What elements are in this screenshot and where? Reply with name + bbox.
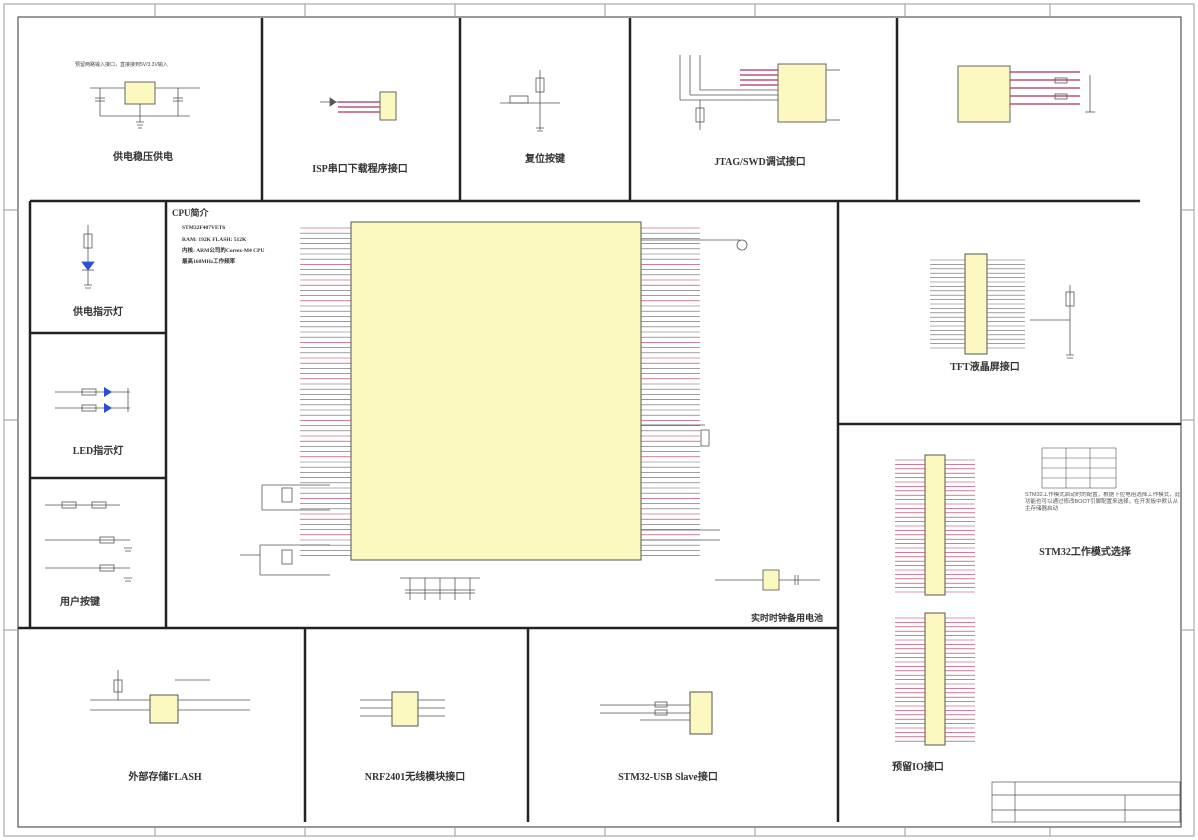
- title-block: [991, 781, 1181, 823]
- cpu-line-0: STM32F407VET6: [182, 225, 225, 231]
- jtag-connector: [777, 63, 827, 123]
- nrf-header: [391, 691, 419, 727]
- cpu-line-2: 内核: ARM公司的Cortex-M4 CPU: [182, 246, 265, 254]
- io-title: 预留IO接口: [892, 760, 944, 773]
- cpu-section: CPU简介 STM32F407VET6 RAM: 192K FLASH: 512…: [172, 207, 823, 623]
- power-led-section: 供电指示灯: [72, 225, 123, 318]
- boot-table: [1041, 447, 1117, 489]
- frame-ticks: [4, 4, 1194, 836]
- reset-section: 复位按键: [500, 70, 566, 165]
- mcu-chip: [350, 221, 642, 561]
- flash-chip: [149, 694, 179, 724]
- key1: [61, 501, 77, 509]
- usb-title: STM32-USB Slave接口: [618, 770, 718, 783]
- crystal-main: [281, 487, 293, 503]
- boot-title: STM32工作模式选择: [1039, 545, 1132, 558]
- boot-note: STM32工作模式启动时的配置，根据下拉电阻选择工作模式，此功能也可以通过修改B…: [1025, 492, 1181, 512]
- cpu-line-3: 最高168MHz工作频率: [182, 257, 236, 265]
- jtag-title: JTAG/SWD调试接口: [714, 155, 806, 168]
- isp-section: ISP串口下载程序接口: [312, 91, 408, 175]
- key2: [99, 536, 115, 544]
- cpu-line-1: RAM: 192K FLASH: 512K: [182, 237, 247, 243]
- power-title: 供电稳压供电: [112, 150, 173, 163]
- jtag-section: JTAG/SWD调试接口: [679, 55, 840, 168]
- flash-section: 外部存储FLASH: [90, 670, 250, 783]
- user-keys-title: 用户按键: [59, 595, 101, 608]
- io-header-lower: [924, 612, 946, 746]
- usb-connector: [689, 691, 713, 735]
- nrf-title: NRF2401无线模块接口: [365, 770, 466, 783]
- isp-header: [379, 91, 397, 121]
- led-title: LED指示灯: [73, 444, 124, 457]
- voltage-regulator: [124, 81, 156, 105]
- flash-title: 外部存储FLASH: [127, 770, 202, 783]
- nrf-section: NRF2401无线模块接口: [360, 691, 466, 783]
- power-note: 预留两路输入接口，直接接到5V/3.3V输入: [75, 61, 168, 68]
- inner-frame: [17, 16, 1182, 828]
- reset-title: 复位按键: [524, 152, 566, 165]
- tft-title: TFT液晶屏接口: [950, 360, 1019, 373]
- isp-title: ISP串口下载程序接口: [312, 162, 408, 175]
- top-right-chip: [957, 65, 1011, 123]
- section-borders: [18, 18, 1181, 822]
- usb-section: STM32-USB Slave接口: [600, 691, 718, 783]
- power-section: 预留两路输入接口，直接接到5V/3.3V输入 供电稳压供电: [75, 61, 200, 163]
- power-led-title: 供电指示灯: [72, 305, 123, 318]
- io-header-upper: [924, 454, 946, 596]
- crystal-rtc: [281, 549, 293, 565]
- io-section: 预留IO接口: [892, 454, 975, 773]
- boot-section: STM32工作模式启动时的配置，根据下拉电阻选择工作模式，此功能也可以通过修改B…: [1025, 447, 1181, 558]
- tft-section: TFT液晶屏接口: [930, 253, 1075, 373]
- rtc-battery: [762, 569, 780, 591]
- user-keys-section: 用户按键: [45, 501, 132, 608]
- cpu-title: CPU简介: [172, 207, 209, 218]
- key3: [99, 564, 115, 572]
- reset-button: [509, 95, 529, 104]
- decoupling-caps: [400, 577, 480, 600]
- led2-icon: [104, 403, 112, 413]
- top-right-circuit: [957, 65, 1095, 123]
- tft-connector: [964, 253, 988, 355]
- led-section: LED指示灯: [55, 387, 130, 457]
- led1-icon: [104, 387, 112, 397]
- rtc-title: 实时时钟备用电池: [751, 612, 823, 623]
